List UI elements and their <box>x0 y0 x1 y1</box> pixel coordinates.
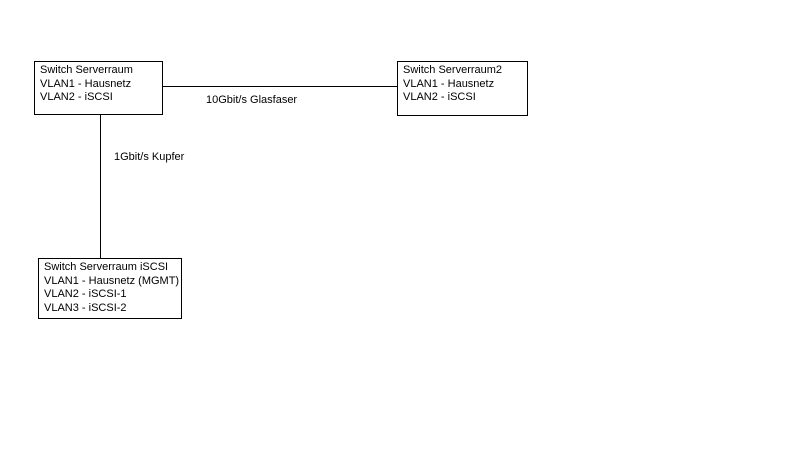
link-label-glasfaser: 10Gbit/s Glasfaser <box>206 94 298 106</box>
switch-serverraum2-vlan1: VLAN1 - Hausnetz <box>403 77 495 90</box>
link-serverraum-to-serverraum2 <box>163 86 397 87</box>
switch-serverraum-vlan2: VLAN2 - iSCSI <box>40 91 113 103</box>
switch-iscsi-title: Switch Serverraum iSCSI <box>44 261 169 273</box>
switch-iscsi-vlan1: VLAN1 - Hausnetz (MGMT) <box>44 274 180 287</box>
switch-serverraum-iscsi-box: Switch Serverraum iSCSI VLAN1 - Hausnetz… <box>38 258 182 319</box>
switch-serverraum2-box: Switch Serverraum2 VLAN1 - Hausnetz VLAN… <box>397 61 528 116</box>
link-serverraum-to-iscsi <box>100 115 101 258</box>
switch-serverraum-box: Switch Serverraum VLAN1 - Hausnetz VLAN2… <box>34 61 163 115</box>
switch-serverraum-vlan1: VLAN1 - Hausnetz <box>40 77 132 90</box>
switch-iscsi-vlan2: VLAN2 - iSCSI-1 <box>44 288 127 300</box>
link-label-kupfer: 1Gbit/s Kupfer <box>114 151 185 163</box>
switch-iscsi-vlan3: VLAN3 - iSCSI-2 <box>44 301 127 314</box>
switch-serverraum-title: Switch Serverraum <box>40 64 133 76</box>
switch-serverraum2-title: Switch Serverraum2 <box>403 64 503 76</box>
switch-serverraum2-vlan2: VLAN2 - iSCSI <box>403 91 476 103</box>
